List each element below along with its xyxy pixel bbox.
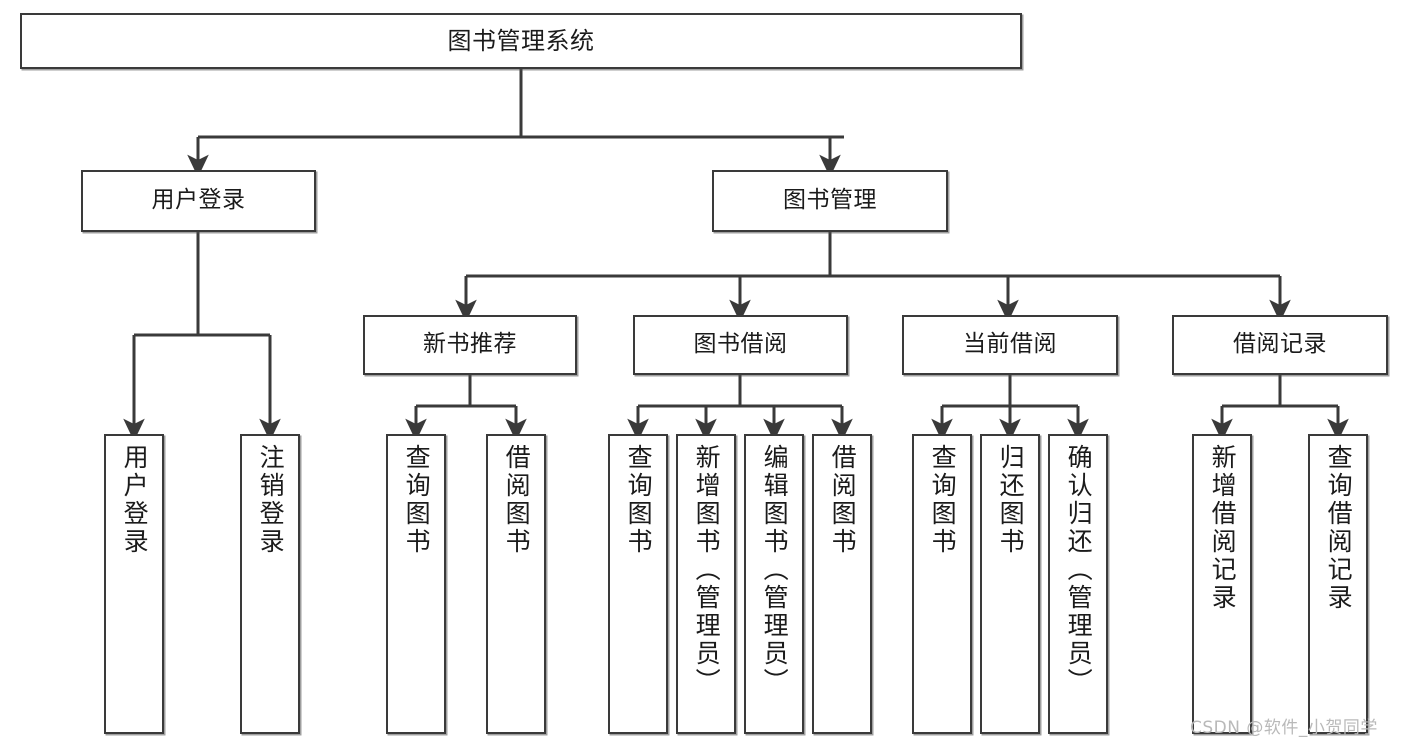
node-root-system[interactable]: 图书管理系统	[20, 13, 1022, 69]
node-label: 编辑图书（管理员）	[760, 444, 790, 696]
node-label: 借阅图书	[502, 444, 532, 556]
csdn-watermark: CSDN @软件_小贺同学	[1190, 718, 1378, 738]
node-label: 用户登录	[120, 444, 150, 556]
node-user-login[interactable]: 用户登录	[81, 170, 316, 232]
node-label: 新书推荐	[423, 331, 517, 358]
node-label: 查询图书	[624, 444, 654, 556]
node-label: 新增图书（管理员）	[692, 444, 722, 696]
node-leaf-add-record[interactable]: 新增借阅记录	[1192, 434, 1252, 734]
node-leaf-edit-book[interactable]: 编辑图书（管理员）	[744, 434, 804, 734]
node-current-borrow[interactable]: 当前借阅	[902, 315, 1118, 375]
node-label: 归还图书	[996, 444, 1026, 556]
node-borrow-record[interactable]: 借阅记录	[1172, 315, 1388, 375]
node-new-book-recommend[interactable]: 新书推荐	[363, 315, 577, 375]
node-leaf-user-logout[interactable]: 注销登录	[240, 434, 300, 734]
node-label: 查询图书	[928, 444, 958, 556]
node-leaf-borrow-book-1[interactable]: 借阅图书	[486, 434, 546, 734]
node-leaf-confirm-return[interactable]: 确认归还（管理员）	[1048, 434, 1108, 734]
node-leaf-query-book-2[interactable]: 查询图书	[608, 434, 668, 734]
node-label: 当前借阅	[963, 331, 1057, 358]
node-label: 确认归还（管理员）	[1064, 444, 1094, 696]
node-label: 用户登录	[151, 187, 246, 214]
node-label: 注销登录	[256, 444, 286, 556]
node-label: 图书管理系统	[447, 26, 595, 55]
node-label: 图书借阅	[693, 331, 788, 358]
node-leaf-add-book[interactable]: 新增图书（管理员）	[676, 434, 736, 734]
node-leaf-borrow-book-2[interactable]: 借阅图书	[812, 434, 872, 734]
node-label: 查询借阅记录	[1324, 444, 1354, 612]
node-book-borrow[interactable]: 图书借阅	[633, 315, 848, 375]
node-leaf-user-login[interactable]: 用户登录	[104, 434, 164, 734]
node-label: 借阅记录	[1233, 331, 1327, 358]
node-book-manage[interactable]: 图书管理	[712, 170, 948, 232]
node-label: 新增借阅记录	[1208, 444, 1238, 612]
node-leaf-query-book-3[interactable]: 查询图书	[912, 434, 972, 734]
node-label: 图书管理	[783, 187, 877, 214]
node-label: 查询图书	[402, 444, 432, 556]
node-leaf-query-record[interactable]: 查询借阅记录	[1308, 434, 1368, 734]
node-leaf-return-book[interactable]: 归还图书	[980, 434, 1040, 734]
node-leaf-query-book-1[interactable]: 查询图书	[386, 434, 446, 734]
node-label: 借阅图书	[828, 444, 858, 556]
